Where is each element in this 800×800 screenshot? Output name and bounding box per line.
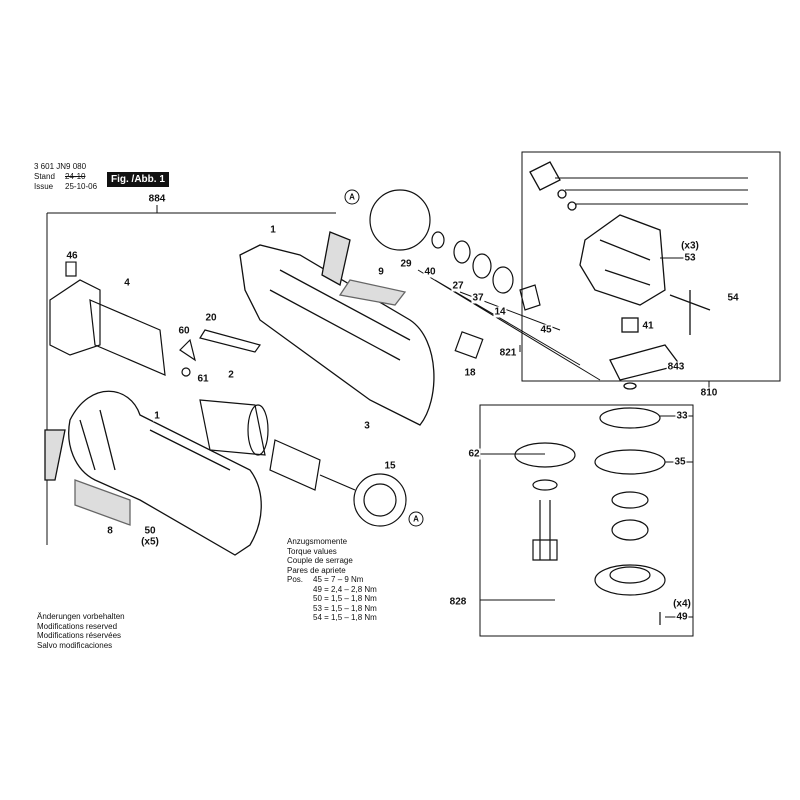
callout-33: 33 xyxy=(675,410,689,422)
torque-values-table: Anzugsmomente Torque values Couple de se… xyxy=(287,537,377,623)
note-de: Änderungen vorbehalten xyxy=(37,612,125,621)
torque-row: 50 = 1,5 – 1,8 Nm xyxy=(313,594,377,603)
leader-lines xyxy=(46,151,781,637)
issue-label: Issue xyxy=(34,182,54,191)
callout-49: 49 xyxy=(675,611,689,623)
flange-stack xyxy=(514,407,666,625)
callout-61: 61 xyxy=(196,373,210,385)
callout-1-lower: 1 xyxy=(153,410,161,422)
callout-49-qty: (x4) xyxy=(672,598,692,610)
callout-828: 828 xyxy=(448,596,468,608)
callout-4: 4 xyxy=(123,277,131,289)
torque-title-fr: Couple de serrage xyxy=(287,556,353,565)
stand-value: 24-10 xyxy=(65,172,86,181)
callout-37: 37 xyxy=(471,292,485,304)
callout-40: 40 xyxy=(423,266,437,278)
callout-3: 3 xyxy=(363,420,371,432)
callout-60: 60 xyxy=(177,325,191,337)
torque-row: 53 = 1,5 – 1,8 Nm xyxy=(313,603,377,613)
callout-9: 9 xyxy=(377,266,385,278)
torque-row: 54 = 1,5 – 1,8 Nm xyxy=(313,613,377,622)
callout-2: 2 xyxy=(227,369,235,381)
torque-row: 49 = 2,4 – 2,8 Nm xyxy=(313,584,377,594)
torque-title-es: Pares de apriete xyxy=(287,565,346,575)
reference-a-bottom: A xyxy=(408,511,424,527)
callout-54: 54 xyxy=(726,292,740,304)
armature xyxy=(179,338,407,527)
callout-27: 27 xyxy=(451,280,465,292)
callout-884: 884 xyxy=(147,193,167,205)
callout-50: 50 xyxy=(143,525,157,537)
callout-15: 15 xyxy=(383,460,397,472)
callout-1: 1 xyxy=(269,224,277,236)
modification-notes: Änderungen vorbehalten Modifications res… xyxy=(37,612,125,650)
callout-41: 41 xyxy=(641,320,655,332)
switch-module xyxy=(49,261,166,376)
callout-46: 46 xyxy=(65,250,79,262)
note-fr: Modifications réservées xyxy=(37,631,122,640)
callout-14: 14 xyxy=(493,306,507,318)
callout-821: 821 xyxy=(498,347,518,359)
callout-20: 20 xyxy=(204,312,218,324)
note-es: Salvo modificaciones xyxy=(37,640,113,650)
callout-50-qty: (x5) xyxy=(140,536,160,548)
callout-29: 29 xyxy=(399,258,413,270)
torque-title-de: Anzugsmomente xyxy=(287,537,348,546)
callout-843: 843 xyxy=(666,361,686,373)
callout-53: 53 xyxy=(683,252,697,264)
bearing-stack xyxy=(369,189,541,359)
callout-8: 8 xyxy=(106,525,114,537)
reference-a-top: A xyxy=(344,189,360,205)
stand-label: Stand xyxy=(34,172,55,181)
torque-row: 45 = 7 – 9 Nm xyxy=(313,575,364,584)
note-en: Modifications reserved xyxy=(37,621,118,631)
issue-value: 25-10-06 xyxy=(65,182,98,191)
torque-title-en: Torque values xyxy=(287,546,337,556)
document-number: 3 601 JN9 080 xyxy=(34,162,87,171)
callout-62: 62 xyxy=(467,448,481,460)
callout-35: 35 xyxy=(673,456,687,468)
callout-45: 45 xyxy=(539,324,553,336)
callout-18: 18 xyxy=(463,367,477,379)
callout-810: 810 xyxy=(699,387,719,399)
housing-half-lower xyxy=(44,390,262,556)
stator xyxy=(199,329,269,456)
callout-53-qty: (x3) xyxy=(680,240,700,252)
figure-label: Fig. /Abb. 1 xyxy=(107,172,169,187)
housing-half-upper xyxy=(239,231,435,426)
gear-head xyxy=(529,161,711,390)
torque-pos-label: Pos. xyxy=(287,575,304,584)
